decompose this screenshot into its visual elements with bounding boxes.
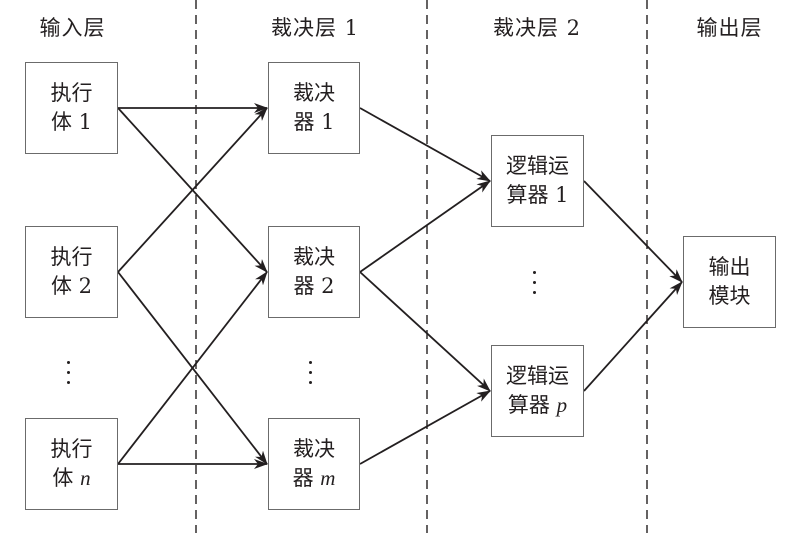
node-index: 2	[321, 274, 335, 298]
output-module-box: 输出 模块	[683, 236, 776, 328]
ellipsis-executors	[67, 361, 71, 391]
node-label-text: 算器	[506, 183, 556, 207]
node-index: 2	[78, 274, 93, 298]
node-label-line2: 算器 p	[508, 391, 567, 420]
node-label-text: 算器	[507, 393, 557, 417]
node-label-line2: 体 1	[51, 108, 92, 137]
node-label-line2: 器 2	[293, 272, 334, 301]
edge-logic-p-to-output-module	[583, 281, 683, 392]
edges-group	[117, 103, 683, 469]
node-index: p	[556, 393, 568, 417]
node-label-text: 器	[292, 466, 321, 490]
node-index: m	[320, 466, 336, 490]
node-label-line1: 逻辑运	[506, 153, 569, 178]
node-label-line1: 执行	[50, 436, 93, 461]
node-label-line1: 裁决	[293, 436, 335, 461]
executor-n-box: 执行 体 n	[25, 418, 118, 510]
node-label-line2: 模块	[708, 284, 751, 308]
node-label-line2: 体 2	[51, 272, 92, 301]
ellipsis-logic-units	[533, 271, 537, 301]
node-label-line2: 器 1	[293, 108, 334, 137]
node-label-text: 器	[293, 274, 322, 298]
layer-title-arbiter-2: 裁决层 2	[492, 16, 582, 40]
arbiter-m-box: 裁决 器 m	[268, 418, 360, 510]
node-index: 1	[78, 110, 93, 134]
node-label-line1: 裁决	[293, 244, 335, 269]
node-index: 1	[555, 183, 569, 207]
arbiter-2-box: 裁决 器 2	[268, 226, 360, 318]
node-label-line2: 算器 1	[506, 181, 568, 210]
edge-executor-2-to-arbiter-1	[117, 107, 268, 273]
node-label-line1: 裁决	[293, 80, 335, 105]
arbiter-1-box: 裁决 器 1	[268, 62, 360, 154]
node-label-text: 体	[52, 466, 81, 490]
node-label-text: 器	[293, 110, 322, 134]
node-label-line1: 逻辑运	[506, 363, 569, 388]
edge-arbiter-1-to-logic-1	[359, 107, 491, 182]
layer-title-input: 输入层	[39, 16, 106, 40]
node-label-line2: 器 m	[293, 464, 336, 493]
edge-logic-1-to-output-module	[583, 180, 683, 283]
logic-unit-p-box: 逻辑运 算器 p	[491, 345, 584, 437]
layer-title-output: 输出层	[696, 16, 763, 40]
edge-arbiter-m-to-logic-p	[359, 390, 491, 465]
ellipsis-arbiters	[309, 361, 313, 391]
executor-1-box: 执行 体 1	[25, 62, 118, 154]
edge-executor-n-to-arbiter-2	[117, 271, 268, 465]
node-index: 1	[321, 110, 335, 134]
node-label-line1: 执行	[50, 244, 93, 269]
logic-unit-1-box: 逻辑运 算器 1	[491, 135, 584, 227]
edge-arbiter-2-to-logic-p	[359, 271, 491, 392]
node-label-text: 体	[50, 274, 79, 298]
node-label-text: 体	[50, 110, 79, 134]
node-index: n	[80, 466, 91, 490]
node-label-line1: 输出	[708, 254, 751, 279]
node-label-line2: 体 n	[52, 464, 90, 493]
layer-title-arbiter-1: 裁决层 1	[270, 16, 360, 40]
node-label-line1: 执行	[50, 80, 93, 105]
executor-2-box: 执行 体 2	[25, 226, 118, 318]
edge-arbiter-2-to-logic-1	[359, 180, 491, 273]
